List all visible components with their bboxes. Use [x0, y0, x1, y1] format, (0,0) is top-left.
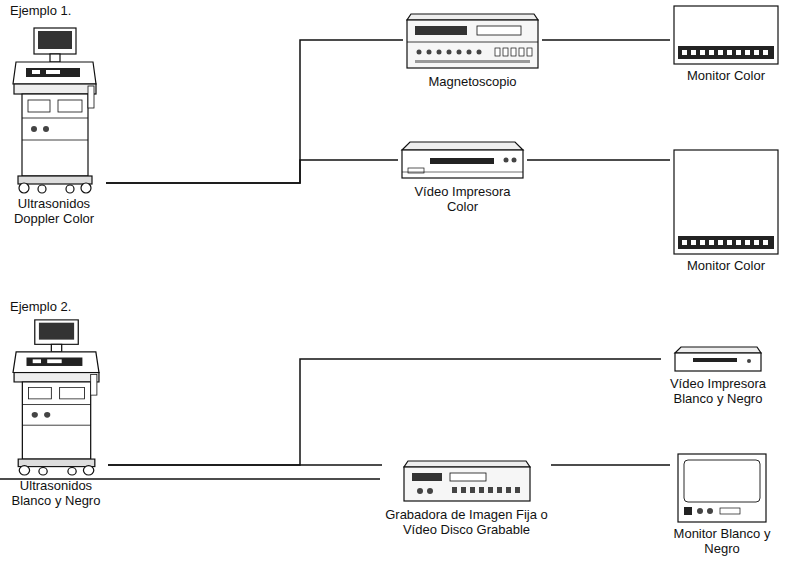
device-label: Monitor Color: [687, 69, 765, 84]
device-label: Monitor Blanco y Negro: [672, 527, 772, 557]
device-label: Vídeo Impresora Color: [403, 185, 523, 215]
device-label: Ultrasonidos Doppler Color: [4, 197, 104, 227]
device-illustration: [676, 452, 768, 524]
device-node: Ultrasonidos Blanco y Negro: [4, 318, 108, 509]
device-node: Grabadora de Imagen Fija o Vídeo Disco G…: [382, 455, 551, 538]
device-label: Magnetoscopio: [428, 75, 516, 90]
device-label: Grabadora de Imagen Fija o Vídeo Disco G…: [384, 508, 549, 538]
cable-connector: [542, 39, 670, 41]
cable-connector: [108, 464, 382, 466]
device-node: Magnetoscopio: [403, 10, 542, 90]
device-node: Vídeo Impresora Blanco y Negro: [661, 344, 775, 407]
example-heading: Ejemplo 2.: [10, 300, 71, 315]
device-illustration: [672, 148, 780, 256]
device-label: Monitor Color: [687, 259, 765, 274]
device-label: Ultrasonidos Blanco y Negro: [6, 479, 106, 509]
cable-connector: [106, 40, 403, 183]
device-node: Monitor Color: [670, 4, 782, 84]
device-node: Ultrasonidos Doppler Color: [2, 26, 106, 227]
device-illustration: [405, 10, 540, 72]
device-illustration: [400, 136, 525, 182]
device-node: Monitor Blanco y Negro: [670, 452, 774, 557]
device-illustration: [402, 455, 532, 505]
device-illustration: [12, 318, 100, 476]
device-illustration: [673, 344, 763, 374]
example-heading: Ejemplo 1.: [10, 4, 71, 19]
device-label: Vídeo Impresora Blanco y Negro: [663, 377, 773, 407]
device-node: Monitor Color: [670, 148, 782, 274]
cable-connector: [108, 359, 661, 465]
device-illustration: [672, 4, 780, 66]
device-illustration: [12, 26, 97, 194]
cable-connector: [551, 464, 670, 466]
cable-connector: [527, 159, 670, 161]
cable-connector: [106, 160, 398, 183]
device-node: Vídeo Impresora Color: [398, 136, 527, 215]
